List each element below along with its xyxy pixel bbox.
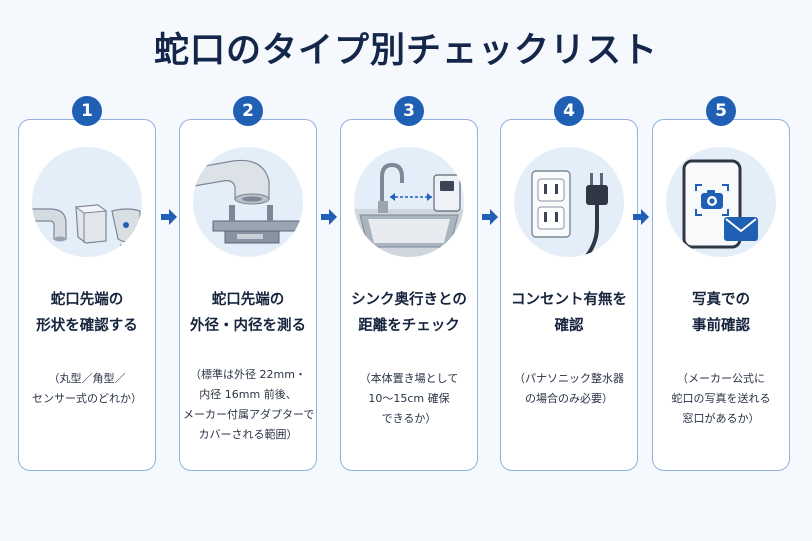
step-note: （本体置き場として 10～15cm 確保 できるか） [359, 372, 459, 425]
step-number-badge: 4 [554, 96, 584, 126]
step-note: （標準は外径 22mm・ 内径 16mm 前後、 メーカー付属アダプターで カバ… [183, 368, 315, 441]
arrow-right-icon [482, 209, 498, 225]
step-note: （パナソニック整水器 の場合のみ必要） [514, 372, 624, 405]
step-heading: シンク奥行きとの 距離をチェック [351, 292, 467, 334]
step-number-badge: 3 [394, 96, 424, 126]
page-title: 蛇口のタイプ別チェックリスト [153, 31, 658, 71]
step-2-card: 2 蛇口先端の 外径・内径を測る （標準は外径 22mm・ 内径 16mm 前後… [179, 96, 317, 471]
step-heading: 蛇口先端の 形状を確認する [36, 292, 138, 334]
step-3-card: 3 シンク奥行きとの 距離をチェック （本体置き場として 10～15cm 確保 … [340, 96, 478, 471]
step-4-card: 4 コンセント有無を 確認 （パナソニック整水器 の場合のみ必要） [500, 96, 638, 471]
power-outlet-icon [514, 147, 624, 257]
step-1-card: 1 蛇口先端の 形状を確認する （丸型／角型／ センサー式のどれか） [18, 96, 156, 471]
arrow-right-icon [633, 209, 649, 225]
step-heading: 蛇口先端の 外径・内径を測る [190, 292, 306, 334]
arrow-right-icon [161, 209, 177, 225]
sink-distance-icon [354, 147, 464, 257]
arrow-right-icon [321, 209, 337, 225]
step-heading: 写真での 事前確認 [692, 292, 750, 334]
step-heading: コンセント有無を 確認 [511, 292, 627, 334]
step-5-card: 5 写真での 事前確認 （メーカー公式に 蛇口の写真を送れる 窓口があるか） [652, 96, 790, 471]
step-note: （メーカー公式に 蛇口の写真を送れる 窓口があるか） [671, 372, 771, 425]
step-number-badge: 5 [706, 96, 736, 126]
phone-camera-mail-icon [666, 147, 776, 257]
step-number-badge: 2 [233, 96, 263, 126]
faucet-types-icon [32, 147, 142, 257]
step-number-badge: 1 [72, 96, 102, 126]
caliper-measure-icon [193, 147, 303, 257]
step-note: （丸型／角型／ センサー式のどれか） [32, 372, 142, 405]
